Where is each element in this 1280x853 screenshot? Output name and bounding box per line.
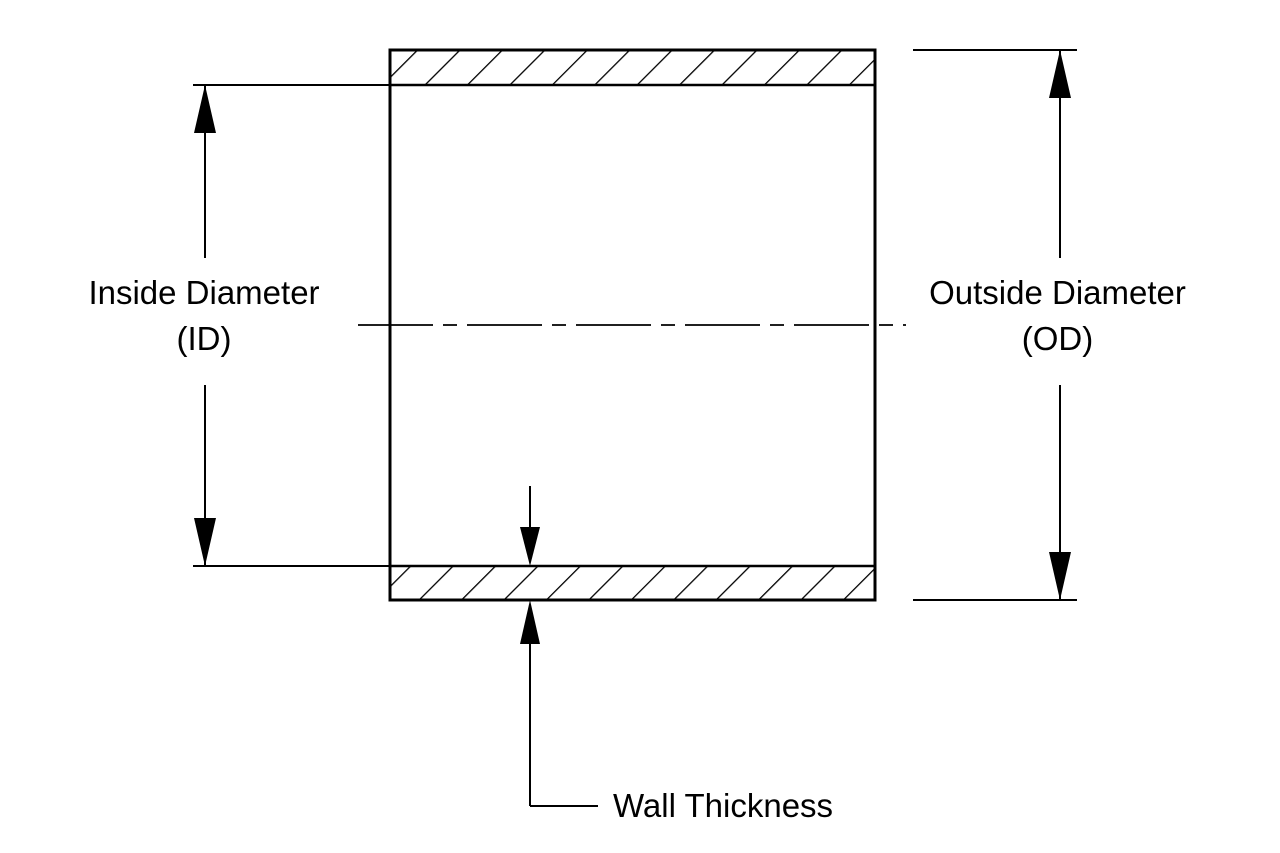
od-arrow-up-icon xyxy=(1049,50,1071,98)
outside-diameter-label-line1: Outside Diameter xyxy=(929,274,1186,311)
wall-thickness-arrow-up-icon xyxy=(520,600,540,644)
id-arrow-up-icon xyxy=(194,85,216,133)
inside-diameter-label-line1: Inside Diameter xyxy=(88,274,320,311)
outside-diameter-label-line2: (OD) xyxy=(1021,320,1094,358)
id-arrow-down-icon xyxy=(194,518,216,566)
inside-diameter-label: Inside Diameter (ID) xyxy=(58,270,350,362)
wall-thickness-arrow-down-icon xyxy=(520,527,540,566)
outside-diameter-label: Outside Diameter (OD) xyxy=(900,270,1215,362)
inside-diameter-label-line2: (ID) xyxy=(176,320,232,358)
bottom-wall-hatch xyxy=(388,564,877,602)
wall-thickness-label: Wall Thickness xyxy=(613,786,833,826)
top-wall-hatch xyxy=(388,48,877,87)
wall-thickness-label-text: Wall Thickness xyxy=(613,787,834,824)
od-arrow-down-icon xyxy=(1049,552,1071,600)
